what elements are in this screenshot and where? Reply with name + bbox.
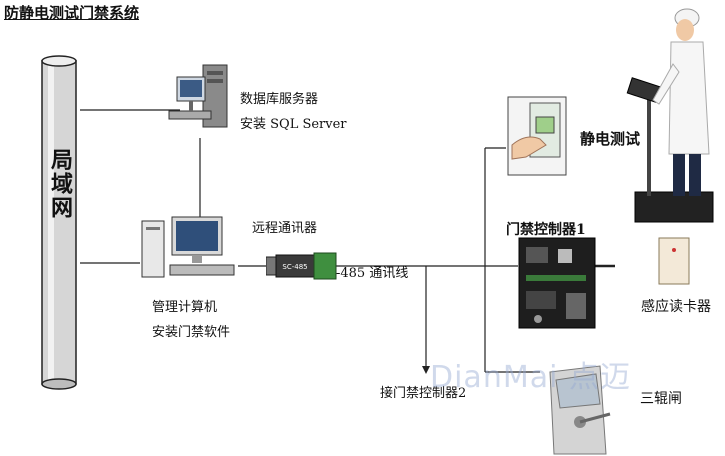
lan-backbone [41, 55, 77, 390]
card-reader-icon [658, 237, 690, 285]
rs485-line-label: -485 通讯线 [336, 266, 409, 281]
diagram-title: 防静电测试门禁系统 [4, 4, 140, 22]
database-server-icon [168, 64, 228, 128]
card-reader-label: 感应读卡器 [641, 299, 711, 315]
esd-test-label: 静电测试 [580, 130, 641, 148]
turnstile-icon [549, 365, 611, 455]
management-computer-icon [141, 216, 235, 278]
db-server-label: 数据库服务器 [240, 92, 319, 107]
mgmt-pc-software: 安装门禁软件 [152, 325, 231, 340]
controller1-label: 门禁控制器1 [506, 222, 586, 238]
esd-tester-icon [507, 96, 567, 176]
turnstile-label: 三辊闸 [640, 391, 682, 407]
lan-label: 局域网 [47, 148, 72, 220]
mgmt-pc-label: 管理计算机 [152, 300, 218, 315]
operator-figure-icon [626, 8, 714, 223]
converter-badge: SC-485 [282, 263, 307, 271]
converter-label: 远程通讯器 [252, 221, 318, 236]
db-server-software: 安装 SQL Server [240, 117, 347, 132]
controller2-label: 接门禁控制器2 [380, 386, 467, 401]
access-controller-icon [518, 237, 596, 329]
watermark: DianMai 点迈 [430, 360, 631, 395]
rs485-converter-icon: SC-485 [266, 252, 337, 280]
